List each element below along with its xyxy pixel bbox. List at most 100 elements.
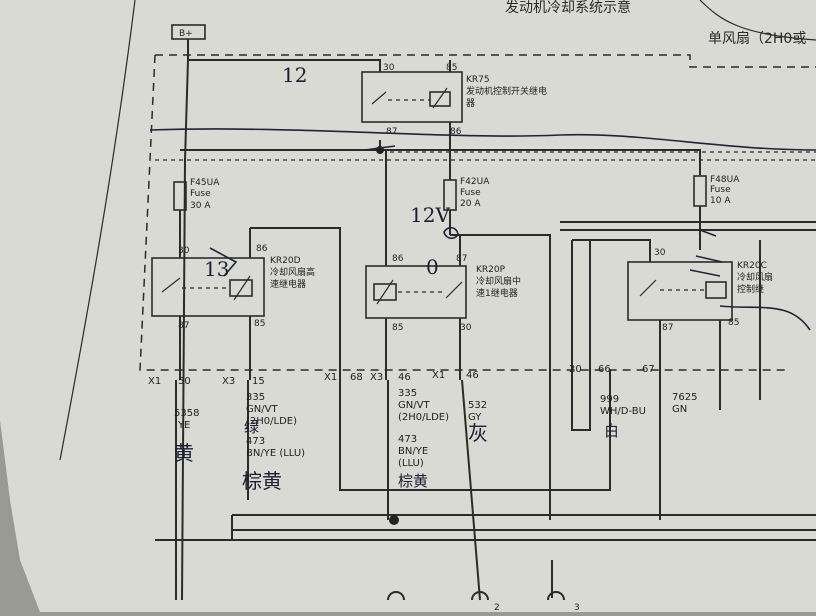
wire-7625-num: 7625 bbox=[672, 392, 697, 403]
frame-top bbox=[155, 54, 816, 68]
supply-label: B+ bbox=[179, 29, 193, 39]
kr20p-name-line1: 冷却风扇中 bbox=[476, 275, 521, 287]
relay-kr20p-coil bbox=[373, 283, 397, 301]
conn-pin-46-a: 46 bbox=[398, 372, 411, 383]
relay-kr20d-switch bbox=[161, 277, 181, 293]
conn-x1-b: X1 bbox=[324, 372, 337, 383]
kr75-name-line2: 器 bbox=[466, 98, 475, 109]
kr20p-wire-30 bbox=[459, 318, 481, 601]
hand-note-green: 绿 bbox=[244, 418, 259, 436]
wire-335b-num: 335 bbox=[398, 388, 417, 399]
wire-999-num: 999 bbox=[600, 394, 619, 405]
kr75-pin-85: 85 bbox=[446, 63, 457, 73]
conn-x3-a: X3 bbox=[222, 376, 235, 387]
wire-335b-color: GN/VT bbox=[398, 400, 430, 411]
kr20d-wire-86 bbox=[249, 227, 611, 491]
kr20d-pin-87: 87 bbox=[178, 321, 189, 331]
relay-kr20d-box bbox=[151, 257, 265, 317]
hand-note-gray: 灰 bbox=[468, 421, 488, 445]
wire-335-num: 335 bbox=[246, 392, 265, 403]
kr20c-wire-30 bbox=[572, 239, 651, 262]
pen-stroke-junction bbox=[364, 145, 396, 151]
wire-5358-num: 5358 bbox=[174, 408, 199, 419]
pen-stroke-top bbox=[149, 128, 816, 151]
kr20c-pin-85: 85 bbox=[728, 318, 739, 328]
wire-532-num: 532 bbox=[468, 400, 487, 411]
hand-note-13: 13 bbox=[204, 257, 229, 281]
conn-x3-b: X3 bbox=[370, 372, 383, 383]
conn-pin-50: 50 bbox=[178, 376, 191, 387]
kr20d-pin-86: 86 bbox=[256, 244, 268, 254]
hand-note-12: 12 bbox=[282, 63, 307, 87]
relay-kr20p-box bbox=[365, 265, 467, 319]
ground-bus bbox=[232, 514, 816, 531]
conn-x1-a: X1 bbox=[148, 376, 161, 387]
bus-left bbox=[181, 39, 189, 601]
kr20c-loop bbox=[571, 240, 591, 431]
conn-pin-67: 67 bbox=[642, 364, 655, 375]
page-fold-line bbox=[699, 0, 816, 41]
kr20p-pin-86: 86 bbox=[392, 254, 404, 264]
relay-kr20d-coil-slash bbox=[233, 275, 251, 301]
conn-pin-15: 15 bbox=[252, 376, 265, 387]
hand-note-12v: 12V bbox=[410, 203, 450, 227]
kr20d-name-line1: 冷却风扇高 bbox=[270, 266, 315, 278]
bus-top bbox=[188, 59, 381, 72]
wire-473-num: 473 bbox=[246, 436, 265, 447]
kr20d-code: KR20D bbox=[270, 256, 301, 266]
f45ua-rating: 30 A bbox=[190, 201, 211, 211]
conn-pin-68: 68 bbox=[350, 372, 363, 383]
frame-left-bottom bbox=[139, 54, 790, 371]
pen-stroke-kr20c bbox=[689, 229, 723, 277]
kr75-pin-86: 86 bbox=[450, 127, 462, 137]
relay-kr20p-coil-slash bbox=[376, 279, 394, 305]
f42ua-rating: 20 A bbox=[460, 199, 481, 209]
kr20c-name-line1: 冷却风扇 bbox=[737, 271, 773, 283]
bottom-label-b: 3 bbox=[574, 603, 580, 612]
conn-x1-c: X1 bbox=[432, 370, 445, 381]
hand-note-white: 白 bbox=[604, 422, 619, 440]
ground-junction bbox=[389, 515, 399, 525]
f48ua-code: F48UA bbox=[710, 175, 740, 185]
pen-circle-f42 bbox=[443, 226, 459, 240]
connector-bottom-3 bbox=[547, 560, 565, 601]
wire-335b-note: (2H0/LDE) bbox=[398, 412, 449, 423]
relay-kr75-box bbox=[361, 71, 463, 123]
relay-kr20c-box bbox=[627, 261, 733, 321]
kr75-pin-30: 30 bbox=[383, 63, 395, 73]
ground-bus-lower bbox=[155, 515, 816, 541]
f45ua-kind: Fuse bbox=[190, 189, 211, 199]
relay-kr20d-coil bbox=[229, 279, 253, 297]
kr20d-wire-85 bbox=[247, 316, 251, 500]
kr20p-wire-85 bbox=[385, 318, 389, 520]
kr75-code: KR75 bbox=[466, 75, 490, 85]
relay-kr75-switch bbox=[371, 91, 387, 105]
kr20c-pin-87: 87 bbox=[662, 323, 673, 333]
wire-473b-note: (LLU) bbox=[398, 458, 424, 469]
kr20c-pin-30: 30 bbox=[654, 248, 666, 258]
wire-532-color: GY bbox=[468, 412, 482, 423]
wire-999-color: WH/D-BU bbox=[600, 406, 646, 417]
relay-kr75-coil bbox=[429, 91, 451, 107]
kr20p-code: KR20P bbox=[476, 265, 506, 275]
kr20p-pin-87: 87 bbox=[456, 254, 467, 264]
kr20p-wire-87 bbox=[450, 234, 551, 520]
kr20d-pin-85: 85 bbox=[254, 319, 265, 329]
kr20c-name-line2: 控制继 bbox=[737, 283, 764, 295]
f42ua-kind: Fuse bbox=[460, 188, 481, 198]
connector-bottom-1 bbox=[387, 591, 405, 601]
kr20p-pin-85: 85 bbox=[392, 323, 403, 333]
f42ua-code: F42UA bbox=[460, 177, 490, 187]
pen-stroke-kr20d bbox=[209, 247, 238, 277]
wire-335-color: GN/VT bbox=[246, 404, 278, 415]
bus-to-f48 bbox=[379, 140, 701, 175]
kr20p-pin-30: 30 bbox=[460, 323, 472, 333]
relay-kr20c-coil bbox=[705, 281, 727, 299]
diagram-title: 发动机冷却系统示意 bbox=[505, 0, 631, 16]
relay-kr20c-switch bbox=[639, 279, 657, 297]
hand-note-brown-yellow: 棕黄 bbox=[242, 469, 282, 493]
conn-pin-66: 66 bbox=[598, 364, 611, 375]
